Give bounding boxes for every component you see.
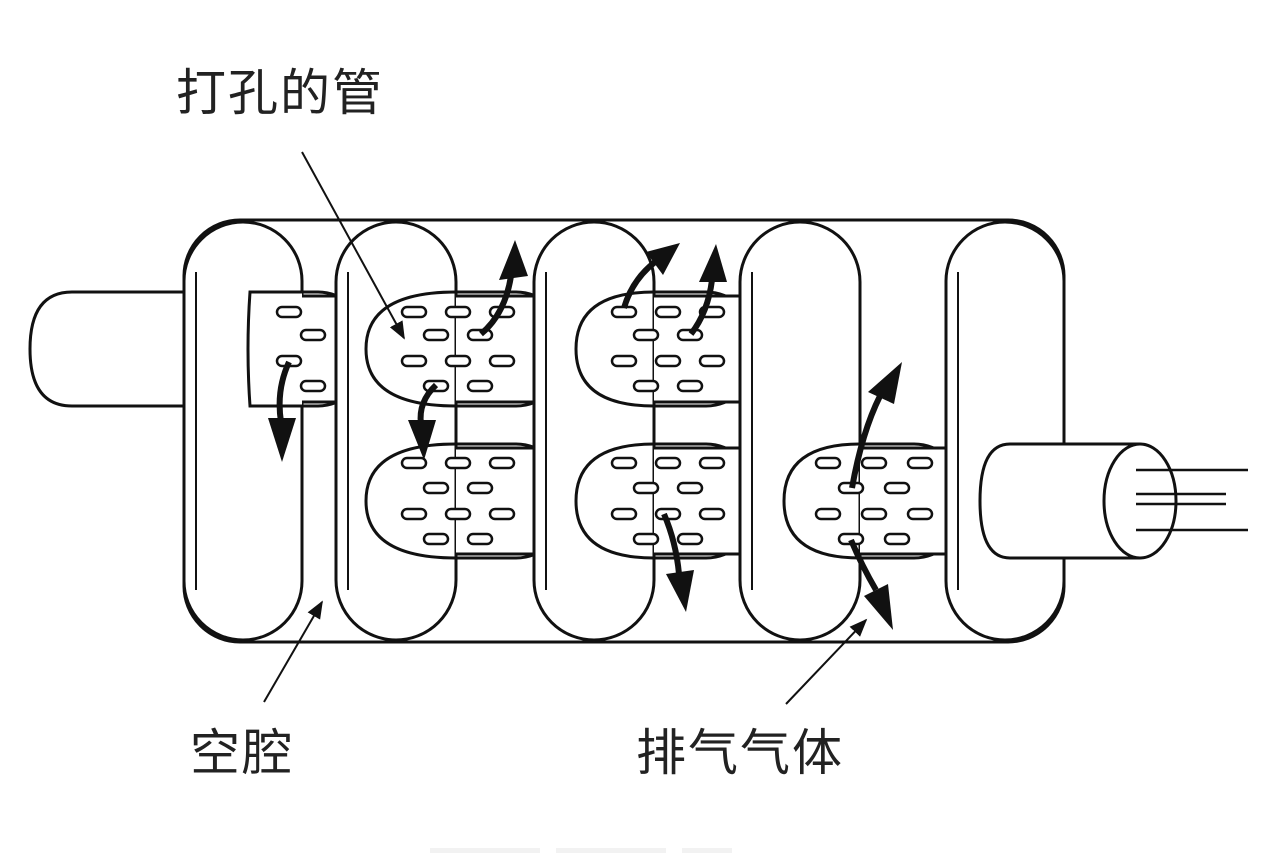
outlet-pipe [980,444,1248,558]
baffle-4 [740,222,860,640]
label-exhaust-gas: 排气气体 [636,728,844,778]
label-cavity: 空腔 [190,728,294,778]
label-perforated-pipe: 打孔的管 [176,68,384,118]
baffle-2 [336,222,456,640]
inlet-pipe [30,292,184,406]
baffle-5 [946,222,1064,640]
bottom-band [430,848,732,853]
